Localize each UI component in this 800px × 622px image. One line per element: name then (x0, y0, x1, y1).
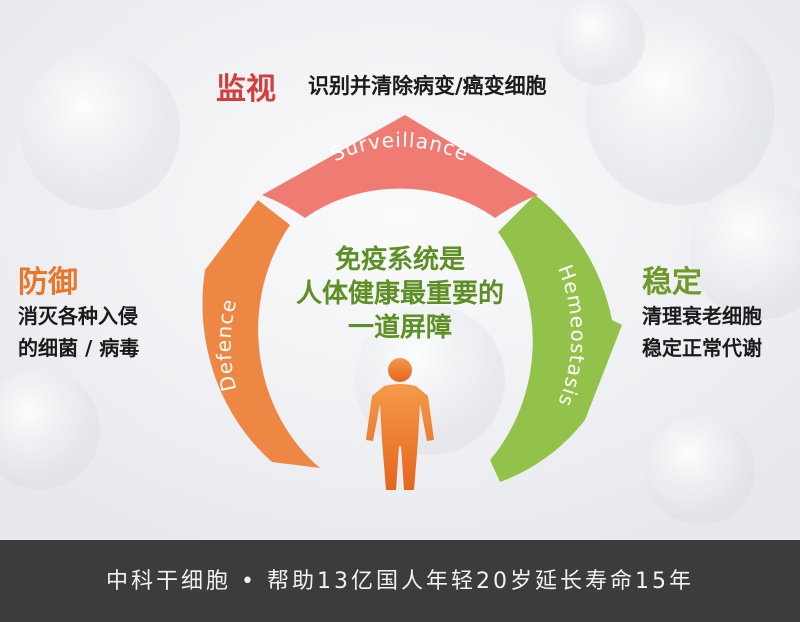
defence-title: 防御 (18, 265, 78, 300)
stability-description-line1: 清理衰老细胞 (642, 304, 762, 328)
defence-description-line2: 的细菌 / 病毒 (18, 336, 140, 360)
stability-title: 稳定 (642, 265, 702, 300)
stability-description-line2: 稳定正常代谢 (642, 336, 762, 360)
center-message: 免疫系统是 人体健康最重要的 一道屏障 (280, 243, 520, 345)
defence-arc (202, 200, 320, 468)
footer-slogan: 中科干细胞 • 帮助13亿国人年轻20岁延长寿命15年 (106, 569, 694, 594)
background-bubbles (0, 0, 800, 525)
human-figure-icon (366, 358, 434, 490)
defence-description-line1: 消灭各种入侵 (18, 304, 138, 328)
surveillance-title: 监视 (216, 72, 276, 107)
surveillance-description: 识别并清除病变/癌变细胞 (308, 74, 547, 98)
center-line-1: 免疫系统是 (334, 245, 465, 275)
defence-arc-label: Defence (212, 296, 242, 393)
center-line-3: 一道屏障 (347, 313, 452, 343)
surveillance-arc (262, 115, 538, 218)
footer-bar (0, 540, 800, 622)
center-line-2: 人体健康最重要的 (295, 279, 504, 309)
hemeostasis-arc (490, 195, 622, 482)
